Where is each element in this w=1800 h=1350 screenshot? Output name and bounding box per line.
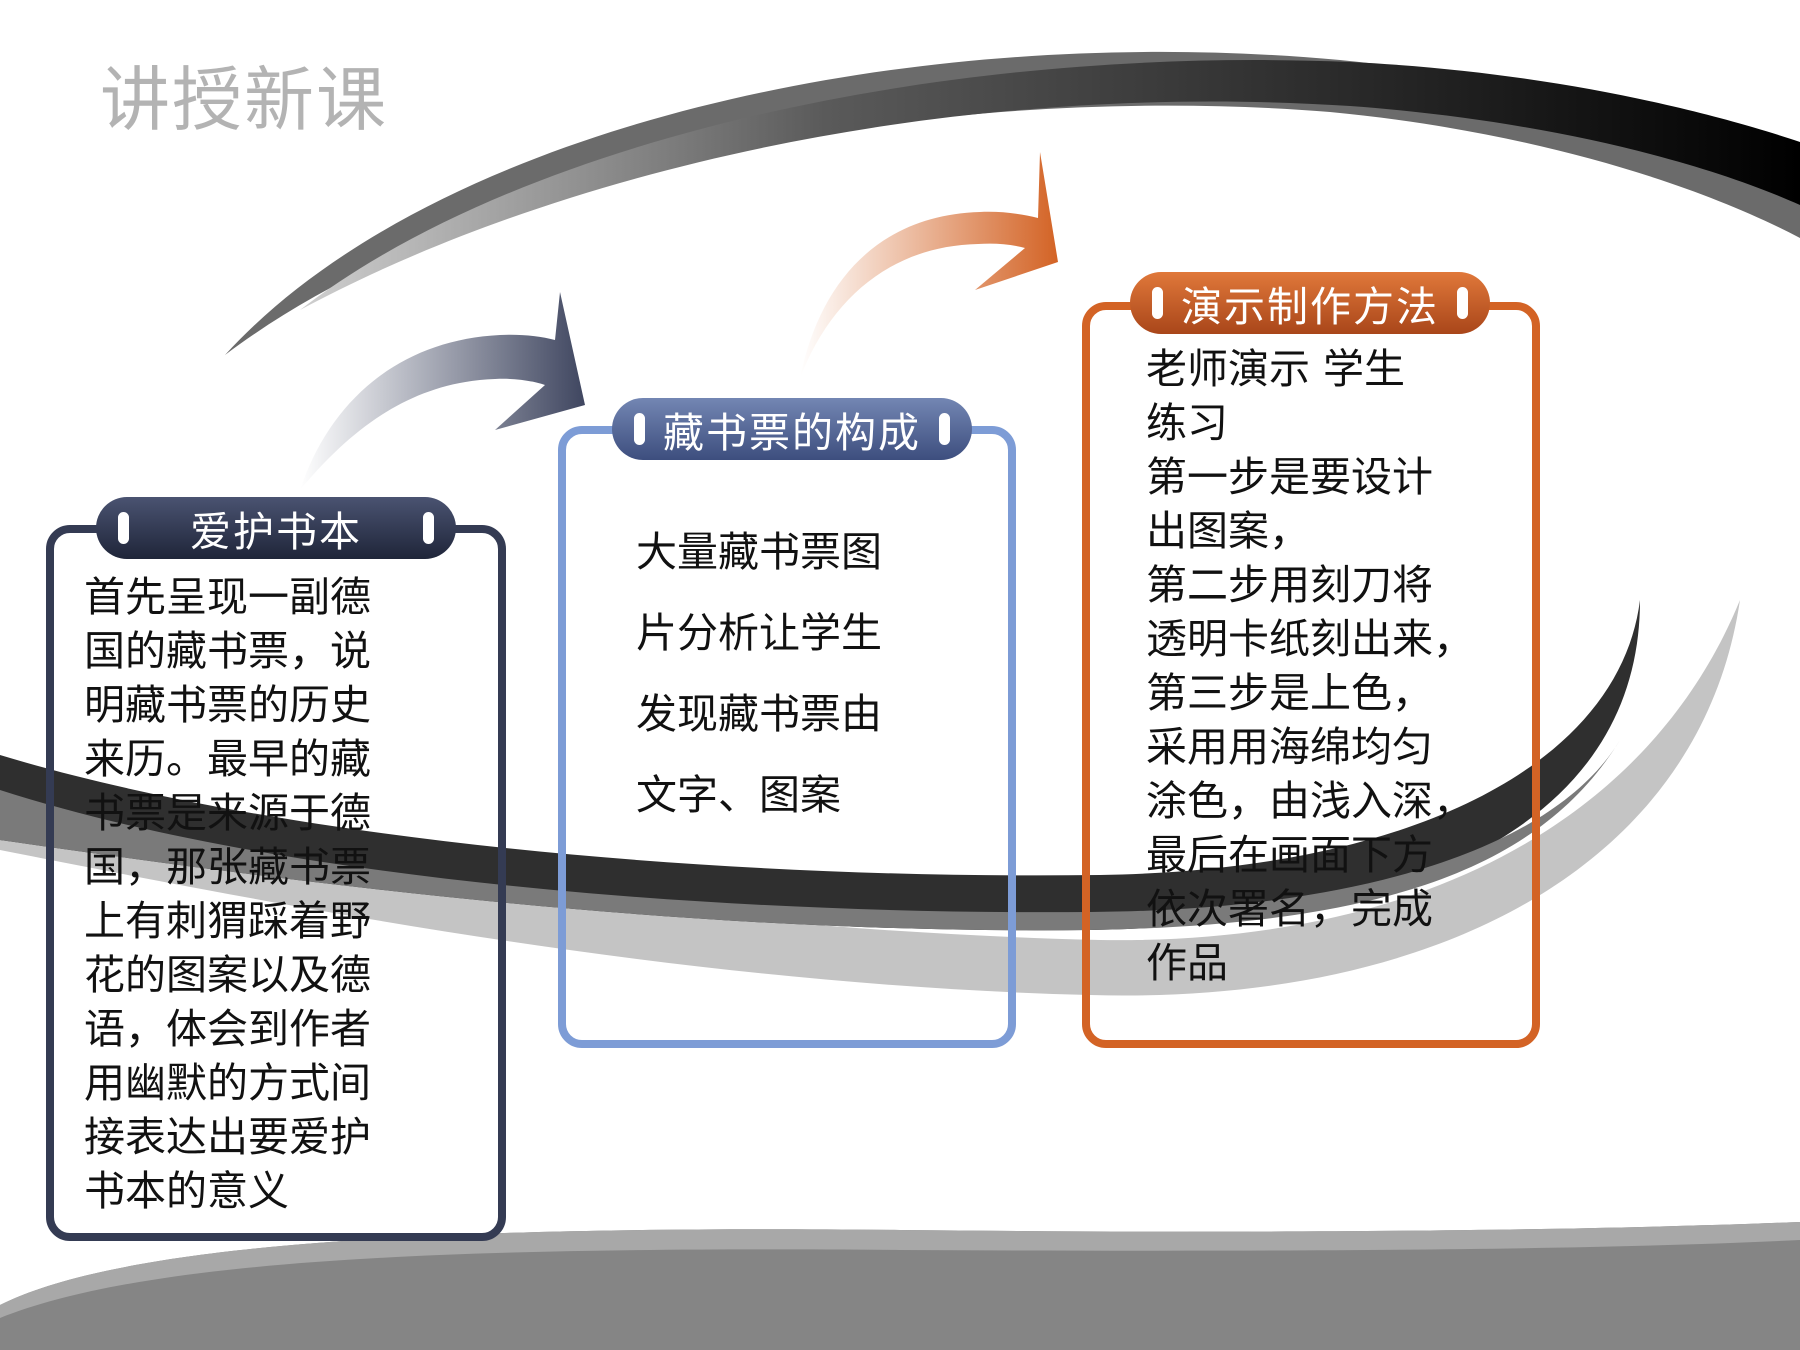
slide-title: 讲授新课 (100, 59, 388, 141)
pill-left-nub (118, 512, 129, 544)
card-heading-demo-method: 演示制作方法 (1130, 272, 1490, 334)
arrow-to-card-2 (300, 292, 585, 490)
card-body-demo-method: 老师演示 学生 练习 第一步是要设计 出图案， 第二步用刻刀将 透明卡纸刻出来，… (1146, 345, 1474, 987)
bottom-swoosh-edge (0, 1222, 1800, 1318)
card-heading-love-books: 爱护书本 (96, 497, 456, 559)
pill-left-nub (634, 413, 645, 445)
pill-right-nub (1457, 287, 1468, 319)
card-heading-label: 藏书票的构成 (663, 409, 921, 457)
card-heading-label: 演示制作方法 (1181, 283, 1439, 331)
pill-left-nub (1152, 287, 1163, 319)
middle-wave-dark (0, 600, 1640, 931)
pill-right-nub (939, 413, 950, 445)
arrow-to-card-3 (800, 152, 1058, 378)
card-body-love-books: 首先呈现一副德 国的藏书票，说 明藏书票的历史 来历。最早的藏 书票是来源于德 … (84, 573, 371, 1215)
card-heading-bookplate-composition: 藏书票的构成 (612, 398, 972, 460)
pill-right-nub (423, 512, 434, 544)
card-body-bookplate-composition: 大量藏书票图 片分析让学生 发现藏书票由 文字、图案 (636, 528, 882, 819)
top-swoosh-black (300, 60, 1800, 310)
card-heading-label: 爱护书本 (190, 508, 362, 556)
middle-wave-light (0, 600, 1740, 996)
middle-wave-mid (0, 740, 1620, 931)
